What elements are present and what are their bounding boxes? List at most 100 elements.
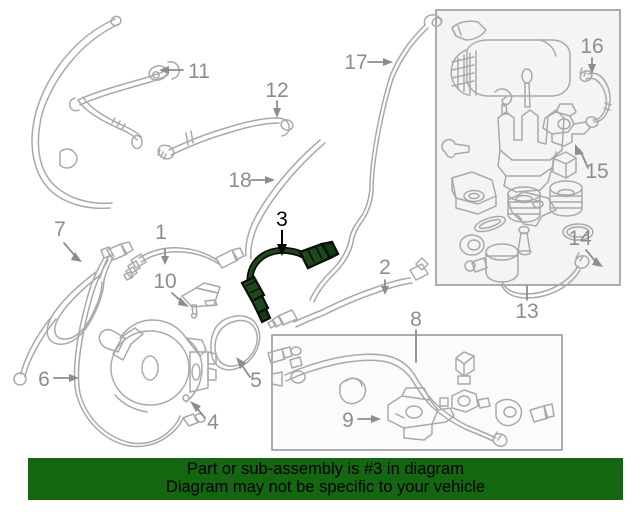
line-17-a — [389, 24, 426, 77]
grommet-13a — [463, 189, 485, 203]
callout-label-1: 1 — [155, 221, 167, 244]
arrow-9 — [371, 415, 381, 423]
sensor-1-cable — [138, 247, 218, 261]
callout-label-16: 16 — [580, 35, 603, 58]
fuel-line-harness-box — [271, 334, 563, 451]
connector-8d — [495, 398, 523, 427]
hose-11-elbow — [69, 97, 80, 112]
pump-4 — [98, 319, 217, 413]
line-17-d — [372, 78, 394, 192]
callout-label-12: 12 — [265, 79, 288, 102]
hose-7-up2 — [99, 253, 111, 279]
bolts-13 — [494, 68, 533, 115]
line-2-c — [293, 309, 323, 323]
arrow-10 — [178, 297, 189, 307]
sensor-1-body — [123, 253, 147, 281]
mount-plate-13 — [451, 171, 497, 215]
line-17-f — [352, 190, 374, 244]
line-18-b — [256, 142, 326, 228]
part-info-banner: Part or sub-assembly is #3 in diagram Di… — [28, 458, 623, 500]
small-connector-b — [289, 356, 303, 369]
hose-12-main2 — [170, 122, 280, 156]
line-2-connector-left — [267, 309, 298, 329]
hose-12-collar — [185, 130, 194, 146]
hose-14 — [501, 252, 590, 299]
line-2-b — [323, 282, 413, 316]
arrow-7 — [71, 252, 82, 262]
hose-12-end-ferrule — [280, 119, 294, 131]
arrow-18 — [265, 176, 275, 184]
hose-11-branch-a — [77, 69, 167, 101]
boxed-regions — [271, 9, 621, 451]
callout-leader-highlighted — [277, 230, 287, 256]
hose-11-connector-hole — [152, 71, 160, 79]
hose-7-tail-end — [13, 372, 27, 386]
callout-labels: 1 2 3 4 5 6 7 8 9 10 11 12 13 14 15 16 1… — [38, 35, 609, 434]
oring-13 — [562, 223, 594, 241]
line-2-d — [295, 314, 325, 328]
line-18-d — [250, 226, 258, 260]
hose-11-branch-b — [77, 99, 138, 141]
hose-7-tail — [20, 315, 53, 375]
callout-leaders — [53, 57, 603, 423]
callout-label-9: 9 — [342, 409, 354, 432]
callout-label-5: 5 — [250, 369, 262, 392]
hose-7-loop-inner — [54, 274, 103, 340]
connector-8e — [529, 403, 555, 423]
line-17-lower-b — [313, 242, 354, 303]
leader-14 — [585, 249, 597, 263]
line-6-f — [131, 415, 181, 445]
callout-label-4: 4 — [207, 411, 219, 434]
arrow-3 — [277, 244, 287, 256]
valve-stud-13 — [517, 225, 532, 256]
arrow-15 — [575, 144, 584, 155]
arrow-16 — [588, 64, 596, 74]
callout-label-6: 6 — [38, 368, 50, 391]
hose-11-end-ferrule — [110, 15, 122, 27]
line-6-e — [129, 417, 184, 448]
callout-label-2: 2 — [379, 256, 391, 279]
hose-11-clip — [59, 148, 78, 169]
sensor-1-cable2 — [140, 251, 220, 265]
seal-13 — [473, 215, 507, 233]
clip-8a — [455, 351, 475, 385]
hose-11-tip-11 — [167, 61, 180, 80]
line-17-b — [392, 27, 429, 80]
line-artwork — [13, 14, 612, 448]
canister-filter-13b — [549, 180, 583, 217]
callout-label-17: 17 — [344, 51, 367, 74]
hose-12-elbow — [276, 117, 290, 137]
hose-7-up — [103, 255, 115, 281]
canister-filter-13a — [507, 186, 541, 223]
sensor-10 — [181, 282, 221, 319]
arrow-1 — [161, 256, 169, 265]
hose-11-branch-a2 — [79, 74, 169, 106]
callout-label-13: 13 — [515, 300, 538, 323]
arrow-2 — [381, 286, 389, 295]
bolt-small-13 — [441, 138, 470, 159]
arrow-11 — [159, 66, 169, 74]
callout-label-7: 7 — [54, 218, 66, 241]
part-3-connector — [298, 240, 340, 270]
highlighted-part-3 — [240, 240, 340, 324]
clip-13 — [552, 151, 577, 179]
hose-11-ridge — [111, 117, 126, 130]
hose-7-loop-outer — [46, 271, 105, 345]
valve-15 — [542, 103, 591, 147]
line-17-c — [369, 75, 391, 189]
line-18-a — [251, 139, 321, 225]
line-17-top-ferrule — [431, 16, 443, 28]
line-2-a — [321, 277, 411, 311]
line-2-connector-right — [409, 257, 429, 281]
small-connector-a — [267, 346, 302, 364]
hose-11-branch-b2 — [82, 96, 142, 138]
harness-8-left-connector — [271, 370, 306, 387]
gasket-5 — [210, 315, 261, 371]
line-6-c — [73, 351, 131, 447]
sensor-1-connector — [215, 247, 245, 269]
line-17-e — [348, 187, 371, 243]
arrow-17 — [383, 58, 393, 66]
purge-pump-13 — [464, 243, 519, 283]
